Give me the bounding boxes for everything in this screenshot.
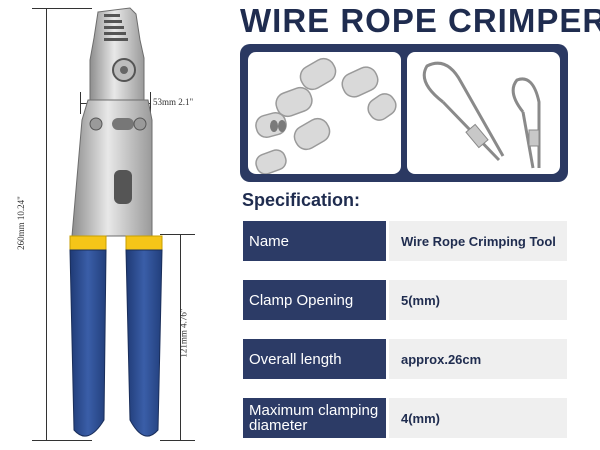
length-label: 260mm 10.24" — [15, 196, 26, 250]
spec-row-max-clamping-diameter: Maximum clamping diameter 4(mm) — [243, 398, 567, 438]
jaw-width-label: 53mm 2.1" — [153, 97, 194, 107]
ferrules-photo — [248, 52, 401, 174]
yellow-collar-right — [125, 235, 163, 251]
handle-length-label: 121mm 4.76" — [178, 308, 189, 358]
spec-value: Wire Rope Crimping Tool — [389, 221, 567, 261]
yellow-collar-left — [69, 235, 107, 251]
spec-row-clamp-opening: Clamp Opening 5(mm) — [243, 280, 567, 320]
spec-label: Maximum clamping diameter — [243, 398, 386, 438]
crimping-tool-illustration — [69, 7, 163, 437]
spec-label: Overall length — [243, 339, 386, 379]
crimp-slots — [104, 14, 128, 41]
spec-label: Clamp Opening — [243, 280, 386, 320]
spec-value: 4(mm) — [389, 398, 567, 438]
spec-value: approx.26cm — [389, 339, 567, 379]
page-title: WIRE ROPE CRIMPER — [240, 2, 600, 39]
wire-loops-photo — [407, 52, 560, 174]
spec-label: Name — [243, 221, 386, 261]
spec-value: 5(mm) — [389, 280, 567, 320]
spec-row-name: Name Wire Rope Crimping Tool — [243, 221, 567, 261]
product-photo-panel — [240, 44, 568, 182]
handle-right — [125, 249, 163, 437]
spec-heading: Specification: — [242, 190, 361, 210]
spec-row-overall-length: Overall length approx.26cm — [243, 339, 567, 379]
handle-left — [69, 249, 107, 437]
